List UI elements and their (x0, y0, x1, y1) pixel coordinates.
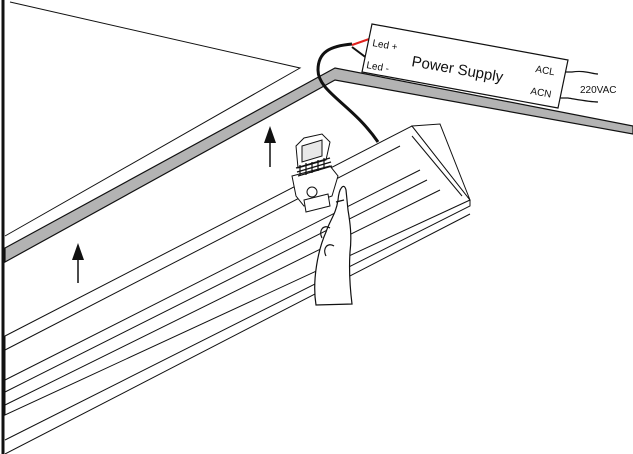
power-supply-acl: ACL (534, 64, 555, 78)
input-voltage-label: 220VAC (580, 85, 617, 96)
up-arrow-icon (264, 126, 276, 167)
spring-clip (291, 133, 339, 213)
power-supply-box: Led + Led - Power Supply ACL ACN (361, 23, 569, 109)
driver-cable (316, 42, 380, 143)
up-arrow-icon (72, 243, 84, 283)
hand-icon (314, 185, 353, 306)
ceiling-edge-strip (4, 67, 633, 264)
power-supply-acn: ACN (529, 86, 552, 101)
panel-light (4, 123, 471, 454)
power-supply-led-plus: Led + (371, 38, 398, 53)
power-supply-led-minus: Led - (365, 60, 389, 75)
ac-input-wires (560, 70, 599, 103)
ceiling-panel (4, 1, 633, 264)
